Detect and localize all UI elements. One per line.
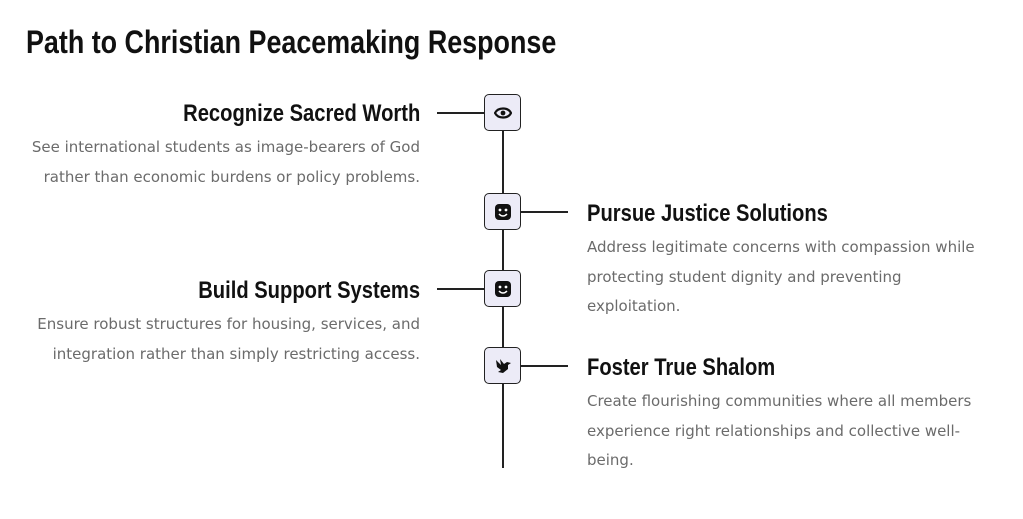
step-title: Foster True Shalom [587, 354, 776, 381]
step-description: Address legitimate concerns with compass… [587, 238, 975, 315]
connector [521, 211, 568, 213]
step-description: Create flourishing communities where all… [587, 392, 972, 469]
smile-icon [484, 193, 521, 230]
step-build-support-systems: Build Support Systems Ensure robust stru… [20, 275, 420, 369]
step-title: Build Support Systems [198, 277, 420, 304]
eye-icon [484, 94, 521, 131]
smile-icon [484, 270, 521, 307]
step-pursue-justice-solutions: Pursue Justice Solutions Address legitim… [587, 198, 987, 322]
connector [521, 365, 568, 367]
step-description: Ensure robust structures for housing, se… [37, 315, 420, 363]
step-description: See international students as image-bear… [31, 138, 420, 186]
connector [437, 288, 484, 290]
step-recognize-sacred-worth: Recognize Sacred Worth See international… [20, 98, 420, 192]
page-title: Path to Christian Peacemaking Response [26, 24, 557, 60]
dove-icon [484, 347, 521, 384]
step-title: Recognize Sacred Worth [182, 100, 420, 127]
step-foster-true-shalom: Foster True Shalom Create flourishing co… [587, 352, 987, 476]
step-title: Pursue Justice Solutions [587, 200, 828, 227]
connector [437, 112, 484, 114]
